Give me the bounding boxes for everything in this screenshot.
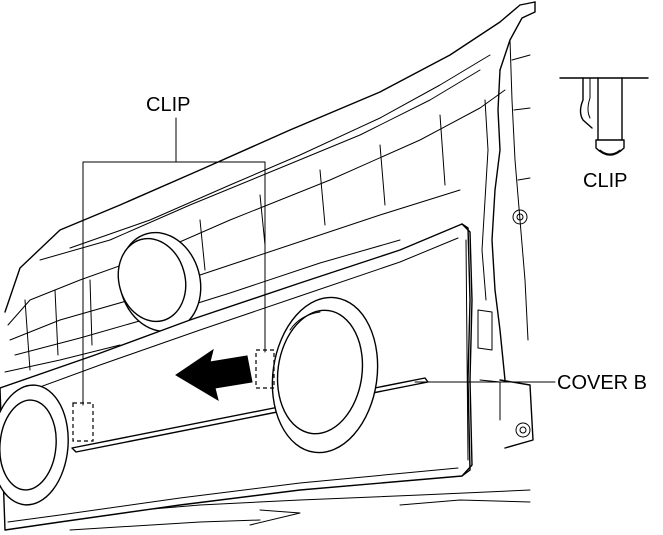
direction-arrow-icon <box>175 348 253 402</box>
upper-knob <box>117 231 202 333</box>
clip-detail-inset <box>559 77 649 156</box>
clip-leader-lines <box>82 117 266 406</box>
cover-b-label: COVER B <box>557 372 647 394</box>
clip-detail-label: CLIP <box>583 170 627 192</box>
clip-label: CLIP <box>146 94 190 116</box>
cover-center-knob <box>271 296 379 454</box>
cover-left-knob <box>0 384 69 506</box>
